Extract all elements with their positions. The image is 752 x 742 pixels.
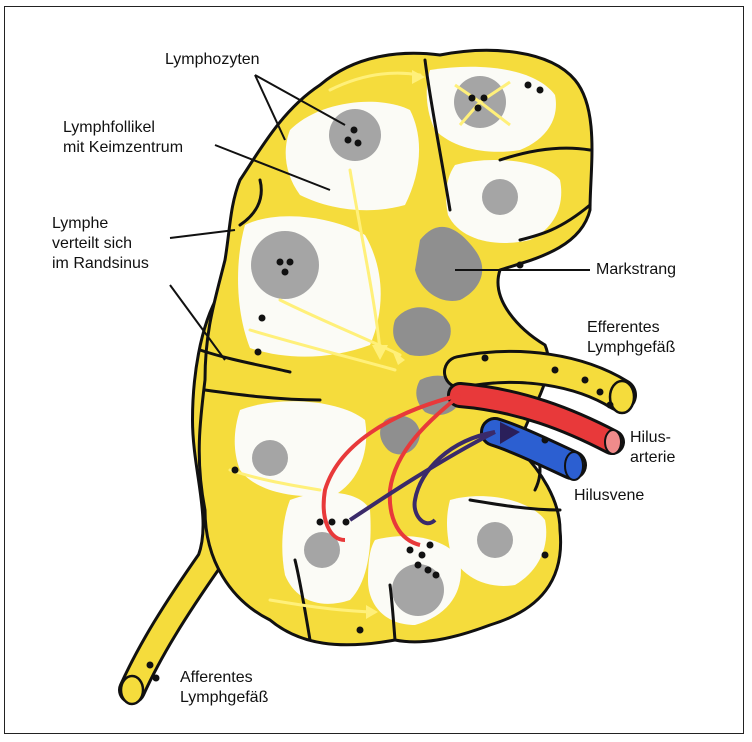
label-lymphozyten-text: Lymphozyten bbox=[165, 50, 260, 70]
label-lymphe-line2: verteilt sich bbox=[52, 234, 149, 254]
label-lymphe: Lymphe verteilt sich im Randsinus bbox=[52, 214, 149, 274]
label-lymphfollikel-line2: mit Keimzentrum bbox=[63, 138, 183, 158]
label-efferentes: Efferentes Lymphgefäß bbox=[587, 318, 675, 358]
label-afferentes: Afferentes Lymphgefäß bbox=[180, 668, 268, 708]
label-lymphfollikel-line1: Lymphfollikel bbox=[63, 118, 183, 138]
label-hilusarterie: Hilus- arterie bbox=[630, 428, 675, 468]
label-hilusarterie-line2: arterie bbox=[630, 448, 675, 468]
label-lymphfollikel: Lymphfollikel mit Keimzentrum bbox=[63, 118, 183, 158]
label-lymphe-line3: im Randsinus bbox=[52, 254, 149, 274]
label-hilusarterie-line1: Hilus- bbox=[630, 428, 675, 448]
label-hilusvene-text: Hilusvene bbox=[574, 486, 644, 506]
label-markstrang-text: Markstrang bbox=[596, 260, 676, 280]
label-afferentes-line1: Afferentes bbox=[180, 668, 268, 688]
label-hilusvene: Hilusvene bbox=[574, 486, 644, 506]
label-lymphe-line1: Lymphe bbox=[52, 214, 149, 234]
label-markstrang: Markstrang bbox=[596, 260, 676, 280]
label-efferentes-line1: Efferentes bbox=[587, 318, 675, 338]
label-lymphozyten: Lymphozyten bbox=[165, 50, 260, 70]
label-efferentes-line2: Lymphgefäß bbox=[587, 338, 675, 358]
label-afferentes-line2: Lymphgefäß bbox=[180, 688, 268, 708]
